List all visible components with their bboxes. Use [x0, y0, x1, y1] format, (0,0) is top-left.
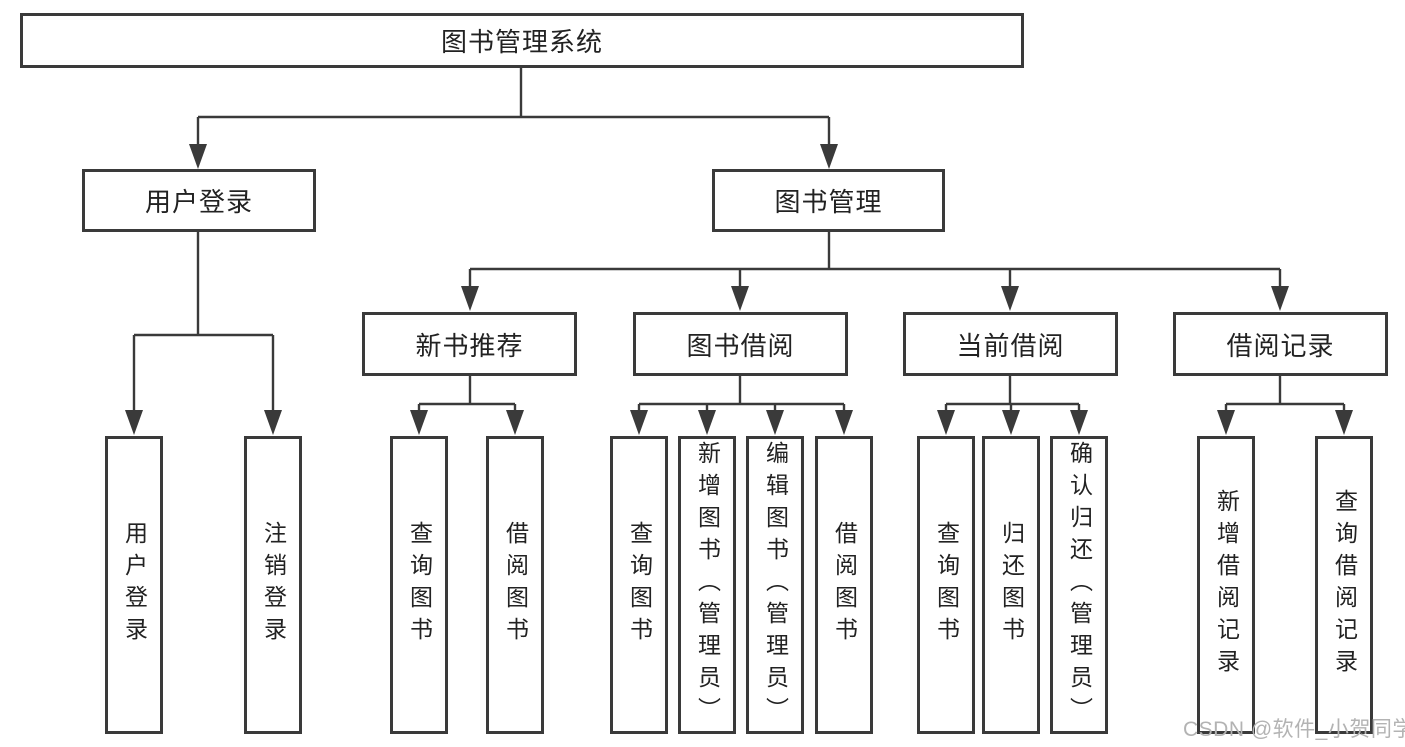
leaf-query-borrow-record: 查询借阅记录 [1315, 436, 1373, 734]
leaf-borrow-books: 借阅图书 [815, 436, 873, 734]
node-label: 查询图书 [406, 521, 433, 649]
leaf-borrow-books: 借阅图书 [486, 436, 544, 734]
node-label: 用户登录 [121, 521, 148, 649]
leaf-query-books: 查询图书 [917, 436, 975, 734]
leaf-edit-book-admin: 编辑图书（管理员） [746, 436, 804, 734]
node-user-login: 用户登录 [82, 169, 316, 232]
leaf-return-books: 归还图书 [982, 436, 1040, 734]
node-new-book-recommendation: 新书推荐 [362, 312, 577, 376]
connector-newrec-to-leaves [417, 376, 517, 412]
arrow-down-icon [1070, 410, 1088, 435]
node-label: 当前借阅 [956, 330, 1065, 361]
node-label: 借阅图书 [502, 521, 529, 649]
arrow-down-icon [1002, 410, 1020, 435]
node-label: 查询图书 [626, 521, 653, 649]
node-label: 新增图书（管理员） [694, 441, 721, 729]
node-label: 图书借阅 [686, 330, 795, 361]
arrow-down-icon [731, 286, 749, 311]
arrow-down-icon [410, 410, 428, 435]
node-library-system: 图书管理系统 [20, 13, 1024, 68]
arrow-down-icon [766, 410, 784, 435]
leaf-query-books: 查询图书 [390, 436, 448, 734]
node-label: 确认归还（管理员） [1066, 441, 1093, 729]
connector-borrow-to-leaves [637, 376, 846, 412]
node-current-borrowing: 当前借阅 [903, 312, 1118, 376]
node-borrowing-records: 借阅记录 [1173, 312, 1388, 376]
arrow-down-icon [835, 410, 853, 435]
node-book-borrowing: 图书借阅 [633, 312, 848, 376]
arrow-down-icon [264, 410, 282, 435]
node-label: 借阅记录 [1226, 330, 1335, 361]
node-label: 归还图书 [998, 521, 1025, 649]
connector-current-to-leaves [944, 376, 1081, 412]
leaf-logout: 注销登录 [244, 436, 302, 734]
connector-login-to-leaves [132, 232, 275, 412]
node-label: 新书推荐 [415, 330, 524, 361]
leaf-user-login: 用户登录 [105, 436, 163, 734]
node-label: 用户登录 [144, 187, 253, 217]
arrow-down-icon [506, 410, 524, 435]
arrow-down-icon [698, 410, 716, 435]
leaf-add-book-admin: 新增图书（管理员） [678, 436, 736, 734]
arrow-down-icon [820, 144, 838, 169]
node-book-management: 图书管理 [712, 169, 945, 232]
leaf-add-borrow-record: 新增借阅记录 [1197, 436, 1255, 734]
csdn-watermark: CSDN @软件_小贺同学 [1183, 718, 1405, 741]
node-label: 编辑图书（管理员） [762, 441, 789, 729]
arrow-down-icon [1335, 410, 1353, 435]
arrow-down-icon [1217, 410, 1235, 435]
arrow-down-icon [461, 286, 479, 311]
node-label: 查询图书 [933, 521, 960, 649]
node-label: 图书管理 [774, 187, 883, 217]
arrow-down-icon [1271, 286, 1289, 311]
node-label: 新增借阅记录 [1213, 489, 1240, 681]
arrow-down-icon [189, 144, 207, 169]
connector-record-to-leaves [1224, 376, 1346, 412]
node-label: 图书管理系统 [440, 27, 603, 57]
leaf-query-books: 查询图书 [610, 436, 668, 734]
arrow-down-icon [125, 410, 143, 435]
connector-bookmgmt-to-level3 [468, 232, 1282, 288]
node-label: 查询借阅记录 [1331, 489, 1358, 681]
arrow-down-icon [1001, 286, 1019, 311]
arrow-down-icon [937, 410, 955, 435]
node-label: 注销登录 [260, 521, 287, 649]
leaf-confirm-return-admin: 确认归还（管理员） [1050, 436, 1108, 734]
node-label: 借阅图书 [831, 521, 858, 649]
arrow-down-icon [630, 410, 648, 435]
connector-root-to-level2 [196, 68, 831, 146]
